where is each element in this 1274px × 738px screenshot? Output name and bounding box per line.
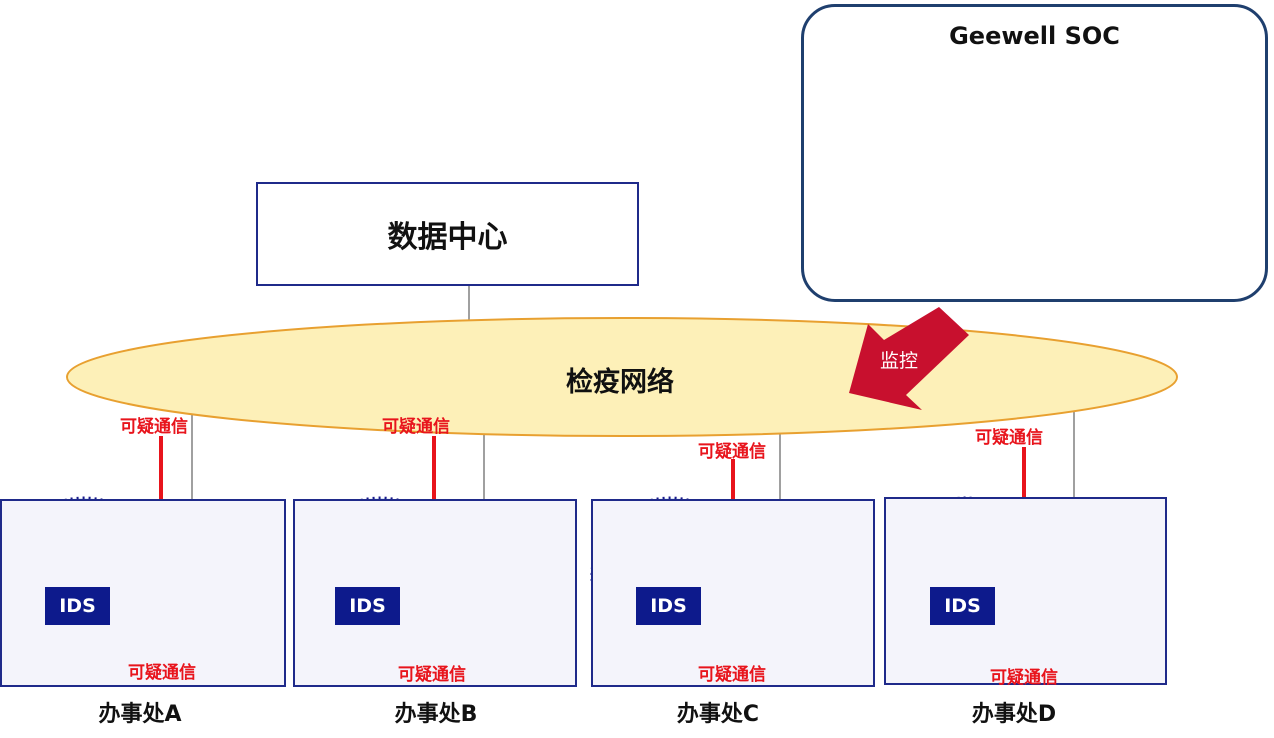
soc-box: [801, 4, 1268, 302]
office-box-d: [884, 497, 1167, 685]
datacenter-box: 数据中心: [256, 182, 639, 286]
ids-label-a: IDS: [45, 587, 110, 625]
alert-top-d: 可疑通信: [975, 428, 1043, 448]
ids-label-b: IDS: [335, 587, 400, 625]
network-label: 检疫网络: [566, 367, 674, 398]
office-label-a: 办事处A: [98, 702, 182, 727]
monitor-label: 监控: [880, 350, 919, 372]
ids-label-c: IDS: [636, 587, 701, 625]
soc-title: Geewell SOC: [949, 22, 1120, 50]
alert-bottom-a: 可疑通信: [128, 663, 196, 683]
alert-bottom-c: 可疑通信: [698, 665, 766, 685]
alert-top-b: 可疑通信: [382, 417, 450, 437]
office-label-d: 办事处D: [971, 702, 1057, 727]
alert-bottom-b: 可疑通信: [398, 665, 466, 685]
alert-bottom-d: 可疑通信: [990, 668, 1058, 688]
alert-top-c: 可疑通信: [698, 442, 766, 462]
office-label-c: 办事处C: [676, 702, 760, 727]
ids-label-d: IDS: [930, 587, 995, 625]
alert-top-a: 可疑通信: [120, 417, 188, 437]
monitor-arrow: [849, 307, 969, 410]
office-box-c: [591, 499, 875, 687]
office-label-b: 办事处B: [394, 702, 478, 727]
datacenter-label: 数据中心: [387, 220, 508, 255]
